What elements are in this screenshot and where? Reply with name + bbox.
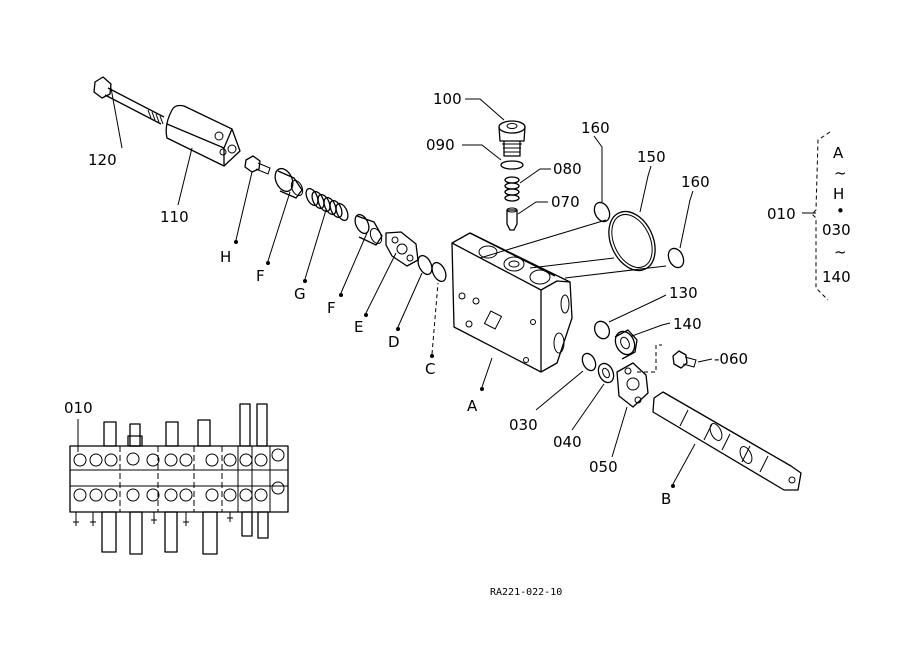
leader-lines <box>110 87 816 485</box>
label-030: 030 <box>509 416 538 434</box>
label-050: 050 <box>589 458 618 476</box>
kit-bracket <box>811 131 831 301</box>
kit-contents: A ~ H • 030 ~ 140 <box>822 144 851 286</box>
label-150: 150 <box>637 148 666 166</box>
kit-line-6: ~ <box>834 243 847 261</box>
o-ring-030 <box>581 352 597 372</box>
label-a: A <box>467 397 478 415</box>
label-e: E <box>354 318 363 336</box>
long-bolt-120 <box>93 76 165 125</box>
label-100: 100 <box>433 90 462 108</box>
label-b: B <box>661 490 671 508</box>
o-ring-150 <box>608 210 656 272</box>
label-130: 130 <box>669 284 698 302</box>
kit-line-1: A <box>833 144 844 162</box>
spool-b <box>652 391 802 491</box>
o-ring-c <box>431 261 447 283</box>
o-ring-160-right <box>667 247 685 269</box>
reference-code: RA221-022-10 <box>490 587 562 598</box>
spring-g <box>305 187 349 222</box>
valve-stack-assembly <box>69 403 289 555</box>
assembly-label-010: 010 <box>64 399 93 417</box>
label-c: C <box>425 360 435 378</box>
kit-line-4: • <box>836 202 845 220</box>
relief-plug-100 <box>498 120 526 157</box>
washer-040 <box>597 362 615 384</box>
end-cover-110 <box>165 104 241 167</box>
plug-140 <box>614 329 638 360</box>
kit-line-5: 030 <box>822 221 851 239</box>
flange-050 <box>616 362 649 408</box>
label-080: 080 <box>553 160 582 178</box>
bolt-060 <box>672 350 697 369</box>
label-090: 090 <box>426 136 455 154</box>
label-f-left: F <box>256 267 265 285</box>
small-plug-h <box>244 155 271 175</box>
label-f-right: F <box>327 299 336 317</box>
label-160-right: 160 <box>681 173 710 191</box>
o-ring-160-upper <box>593 201 611 223</box>
flange-plate-e <box>385 231 419 267</box>
o-ring-130 <box>593 320 611 340</box>
label-d: D <box>388 333 400 351</box>
leader-dots <box>234 240 675 488</box>
label-g: G <box>294 285 306 303</box>
label-060: -060 <box>714 350 748 368</box>
o-ring-d <box>417 254 433 276</box>
kit-line-2: ~ <box>834 164 847 182</box>
label-140: 140 <box>673 315 702 333</box>
label-070: 070 <box>551 193 580 211</box>
label-160-upper: 160 <box>581 119 610 137</box>
spring-seat-f-left <box>274 167 304 199</box>
kit-line-7: 140 <box>822 268 851 286</box>
label-040: 040 <box>553 433 582 451</box>
valve-body-a <box>451 232 573 373</box>
kit-label-010: 010 <box>767 205 796 223</box>
kit-line-3: H <box>833 185 844 203</box>
stack-ports <box>73 448 285 502</box>
label-120: 120 <box>88 151 117 169</box>
label-h: H <box>220 248 231 266</box>
spring-seat-f-right <box>354 213 383 246</box>
label-110: 110 <box>160 208 189 226</box>
poppet-070 <box>506 207 518 231</box>
o-ring-090 <box>500 160 524 170</box>
spring-080 <box>504 176 520 202</box>
